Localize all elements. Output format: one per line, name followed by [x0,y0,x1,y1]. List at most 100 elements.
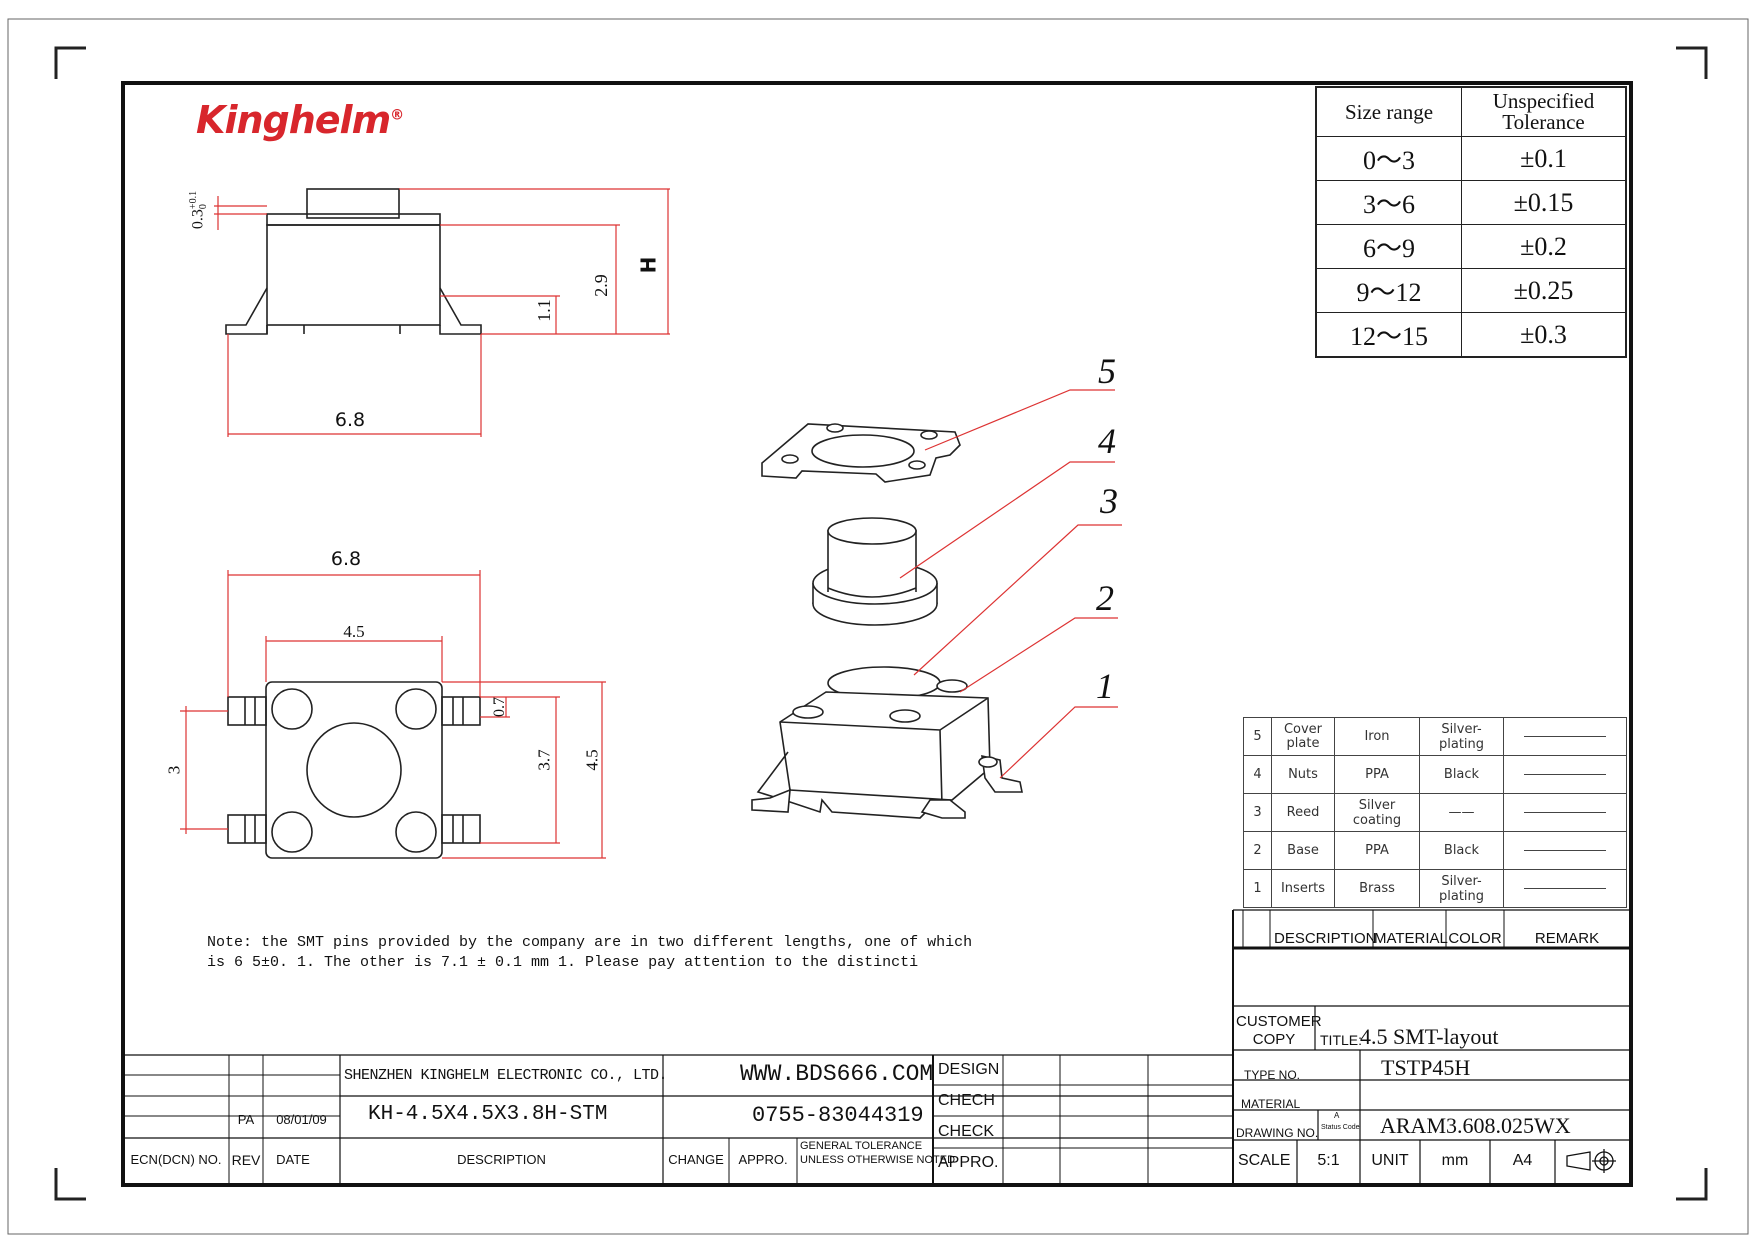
callout-leaders [899,389,1122,779]
bom-desc: Reed [1271,793,1335,832]
bom-no: 4 [1243,755,1272,794]
tolerance-table: Size range Unspecified Tolerance 0～3±0.1… [1315,86,1627,358]
dim-top-pin-span: 3.7 [534,749,554,771]
bom-material: PPA [1334,831,1420,870]
bom-remark [1503,793,1627,832]
dim-plunger-top: 0.3 [189,209,207,230]
dim-plunger-tol-lower: 0 [198,204,210,210]
customer-label-2: COPY [1252,1031,1296,1048]
label-design: DESIGN [938,1061,1000,1078]
table-row: 0～3±0.1 [1315,136,1627,181]
col-appro: APPRO. [738,1152,788,1167]
bom-desc: Inserts [1271,869,1335,908]
table-row: 5 Cover plate Iron Silver-plating [1243,717,1627,756]
bom-remark [1503,831,1627,870]
bom-color: Silver-plating [1419,869,1504,908]
dim-side-pin-height: 1.1 [533,299,554,322]
callout-2: 2 [1096,578,1114,618]
drawing-no-value: ARAM3.608.025WX [1380,1113,1571,1138]
title-label: TITLE: [1320,1032,1363,1048]
table-row: 4 Nuts PPA Black [1243,755,1627,794]
sheet-size: A4 [1512,1152,1533,1169]
unit-label: UNIT [1371,1152,1409,1169]
size-range-cell: 6～9 [1315,224,1462,269]
bom-no: 1 [1243,869,1272,908]
label-check: CHECK [938,1123,995,1140]
bom-material: Brass [1334,869,1420,908]
corner-marks [54,46,1708,1201]
scale-label: SCALE [1238,1152,1291,1169]
dim-side-body-height: 2.9 [590,274,611,297]
bom-remark [1503,869,1627,908]
tolerance-header-size: Size range [1315,86,1462,137]
tolerance-header-tol: Unspecified Tolerance [1461,86,1627,137]
bom-header-description: DESCRIPTION [1274,930,1377,947]
drawing-frame [121,81,1633,1187]
table-row: 12～15±0.3 [1315,312,1627,358]
col-rev: REV [231,1152,261,1168]
type-no-value: TSTP45H [1381,1055,1471,1080]
size-range-cell: 9～12 [1315,268,1462,313]
bom-table: 5 Cover plate Iron Silver-plating 4 Nuts… [1243,717,1627,908]
company-name: SHENZHEN KINGHELM ELECTRONIC CO., LTD. [344,1067,668,1084]
general-tolerance-1: GENERAL TOLERANCE [800,1140,923,1152]
table-row: 9～12±0.25 [1315,268,1627,313]
table-row: 3 Reed Silver coating —— [1243,793,1627,832]
bom-header-remark: REMARK [1534,930,1600,947]
size-range-cell: 12～15 [1315,312,1462,358]
top-dimension-lines [180,570,606,859]
dim-height-symbol: H [636,256,661,274]
logo-registered-mark: ® [390,107,404,124]
dim-top-width: 6.8 [330,548,362,570]
rev-value: PA [237,1112,255,1127]
exploded-view [751,423,1023,819]
bom-color: Black [1419,755,1504,794]
dim-top-body: 4.5 [343,622,365,641]
callout-1: 1 [1096,666,1114,706]
bom-no: 3 [1243,793,1272,832]
table-row: 3～6±0.15 [1315,180,1627,225]
tolerance-cell: ±0.3 [1461,312,1627,358]
scale-value: 5:1 [1317,1152,1340,1169]
tolerance-cell: ±0.25 [1461,268,1627,313]
customer-label-1: CUSTOMER [1236,1013,1322,1030]
drawing-title: 4.5 SMT-layout [1360,1024,1499,1049]
material-label: MATERIAL [1241,1097,1301,1111]
label-appro: APPRO. [938,1154,999,1171]
col-description: DESCRIPTION [457,1152,546,1167]
bom-desc: Base [1271,831,1335,870]
bom-header-color: COLOR [1448,930,1502,947]
tolerance-cell: ±0.15 [1461,180,1627,225]
status-code-label: Status Code [1321,1124,1360,1131]
top-view [227,681,481,859]
callout-5: 5 [1098,351,1116,391]
unit-value: mm [1441,1152,1469,1169]
bom-material: PPA [1334,755,1420,794]
size-range-cell: 3～6 [1315,180,1462,225]
date-value: 08/01/09 [276,1112,327,1127]
note-line-2: is 6 5±0. 1. The other is 7.1 ± 0.1 mm 1… [207,954,919,971]
col-date: DATE [276,1152,310,1167]
part-number: KH-4.5X4.5X3.8H-STM [368,1103,608,1126]
projection-symbol-icon [1566,1149,1616,1173]
bom-color: Black [1419,831,1504,870]
tolerance-header-row: Size range Unspecified Tolerance [1315,86,1627,137]
dim-side-width: 6.8 [334,409,366,431]
label-chech: CHECH [938,1092,995,1109]
table-row: 1 Inserts Brass Silver-plating [1243,869,1627,908]
side-view [225,188,482,335]
tolerance-cell: ±0.2 [1461,224,1627,269]
dim-top-pin-width: 0.7 [491,697,508,717]
callout-4: 4 [1098,421,1116,461]
logo-text: Kinghelm [196,98,391,142]
type-no-label: TYPE NO. [1244,1068,1301,1082]
side-dimension-lines [214,188,670,437]
bom-no: 5 [1243,717,1272,756]
status-code-letter: A [1334,1111,1340,1120]
tolerance-cell: ±0.1 [1461,136,1627,181]
note-line-1: Note: the SMT pins provided by the compa… [207,934,973,951]
col-change: CHANGE [668,1152,724,1167]
bom-desc: Nuts [1271,755,1335,794]
